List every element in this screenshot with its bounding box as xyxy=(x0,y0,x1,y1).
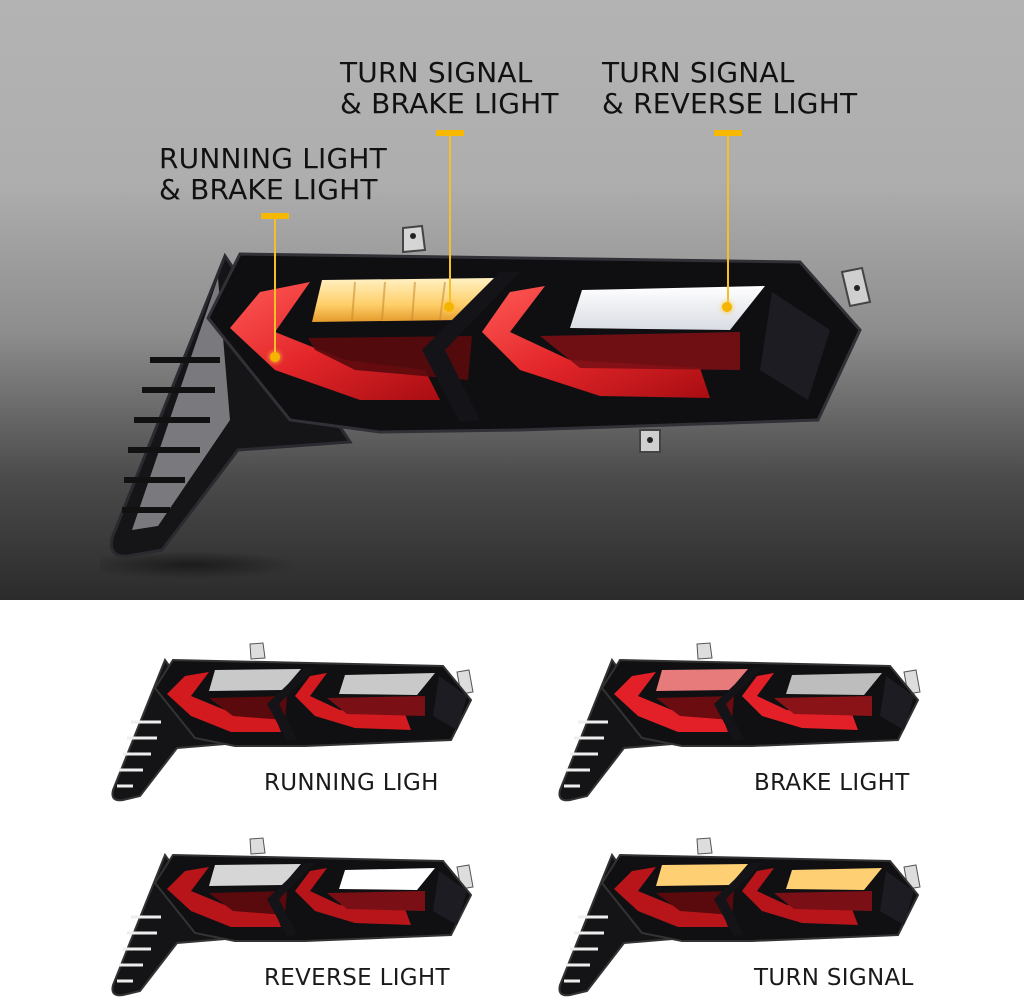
callout-line-1: RUNNING LIGHT xyxy=(159,142,387,175)
tail-light-hero-image xyxy=(100,224,872,579)
callout-marker-dot xyxy=(270,352,280,362)
variant-label: TURN SIGNAL xyxy=(754,965,914,991)
hero-product-photo: RUNNING LIGHT & BRAKE LIGHT TURN SIGNAL … xyxy=(0,0,1024,600)
callout-line-1: TURN SIGNAL xyxy=(602,56,795,89)
callout-turn-reverse-label: TURN SIGNAL & REVERSE LIGHT xyxy=(602,57,857,119)
variant-label: BRAKE LIGHT xyxy=(754,770,910,796)
callout-turn-brake-label: TURN SIGNAL & BRAKE LIGHT xyxy=(340,57,559,119)
variant-label: REVERSE LIGHT xyxy=(264,965,450,991)
callout-leader-line xyxy=(449,136,451,304)
callout-marker-dot xyxy=(722,302,732,312)
callout-marker-bar xyxy=(261,213,289,219)
callout-line-2: & REVERSE LIGHT xyxy=(602,87,858,120)
callout-marker-bar xyxy=(436,130,464,136)
variant-label: RUNNING LIGH xyxy=(264,770,439,796)
tail-light-variant-image xyxy=(111,837,474,997)
callout-leader-line xyxy=(727,136,729,304)
variant-reverse-light: REVERSE LIGHT xyxy=(105,835,485,1001)
callout-leader-line xyxy=(274,219,276,354)
callout-marker-dot xyxy=(444,302,454,312)
tail-light-variant-image xyxy=(558,837,921,997)
callout-marker-bar xyxy=(714,130,742,136)
callout-line-2: & BRAKE LIGHT xyxy=(159,173,378,206)
variant-running-light: RUNNING LIGH xyxy=(105,640,485,810)
variant-brake-light: BRAKE LIGHT xyxy=(552,640,932,810)
callout-line-1: TURN SIGNAL xyxy=(340,56,533,89)
callout-running-brake-label: RUNNING LIGHT & BRAKE LIGHT xyxy=(159,143,387,205)
variant-turn-signal: TURN SIGNAL xyxy=(552,835,932,1001)
tail-light-variant-image xyxy=(111,642,474,802)
tail-light-variant-image xyxy=(558,642,921,802)
callout-line-2: & BRAKE LIGHT xyxy=(340,87,559,120)
